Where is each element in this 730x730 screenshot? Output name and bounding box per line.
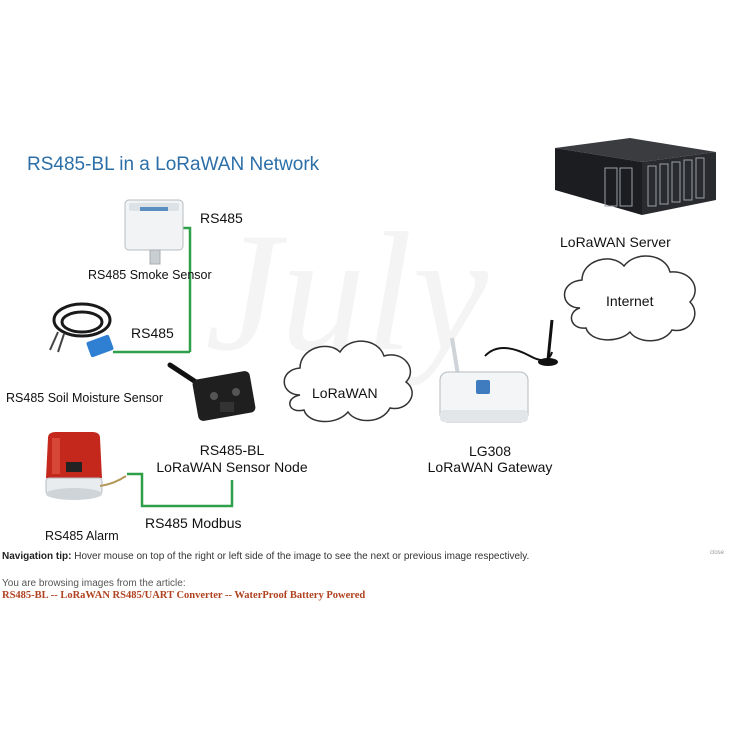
rs485-bl-node-device: [167, 362, 256, 421]
node-label-line1: RS485-BL: [199, 442, 265, 458]
smoke-sensor-label: RS485 Smoke Sensor: [88, 268, 212, 282]
node-label-line2: LoRaWAN Sensor Node: [156, 459, 308, 475]
smoke-sensor-wire: [183, 226, 192, 352]
article-link[interactable]: RS485-BL -- LoRaWAN RS485/UART Converter…: [2, 590, 366, 601]
browsing-text: You are browsing images from the article…: [2, 578, 186, 589]
modbus-label: RS485 Modbus: [145, 515, 242, 531]
server-label: LoRaWAN Server: [560, 234, 671, 250]
gateway-label-line2: LoRaWAN Gateway: [427, 459, 553, 475]
internet-cloud-label: Internet: [606, 293, 654, 309]
rs485-mid-label: RS485: [131, 325, 174, 341]
navigation-tip-label: Navigation tip:: [2, 551, 72, 562]
lorawan-cloud-shape: [283, 340, 413, 423]
internet-cloud-shape: [563, 255, 696, 342]
soil-sensor-label: RS485 Soil Moisture Sensor: [6, 391, 164, 405]
alarm-device: [45, 432, 127, 500]
navigation-tip: Navigation tip: Hover mouse on top of th…: [2, 551, 529, 562]
bottom-whitespace: [0, 603, 730, 730]
rs485-top-label: RS485: [200, 210, 243, 226]
server-device: [555, 138, 716, 215]
close-link[interactable]: close: [710, 550, 725, 556]
gateway-label-line1: LG308: [468, 443, 512, 459]
lorawan-cloud-label: LoRaWAN: [312, 385, 378, 401]
top-whitespace: [0, 0, 730, 128]
rs485-wiring: [113, 226, 234, 508]
smoke-sensor-device: [124, 199, 184, 265]
diagram-title: RS485-BL in a LoRaWAN Network: [27, 154, 320, 175]
soil-moisture-sensor-device: [49, 302, 114, 358]
gateway-device: [439, 319, 558, 423]
modbus-wire: [127, 472, 234, 508]
navigation-tip-text: Hover mouse on top of the right or left …: [71, 551, 530, 562]
alarm-label: RS485 Alarm: [45, 529, 119, 543]
